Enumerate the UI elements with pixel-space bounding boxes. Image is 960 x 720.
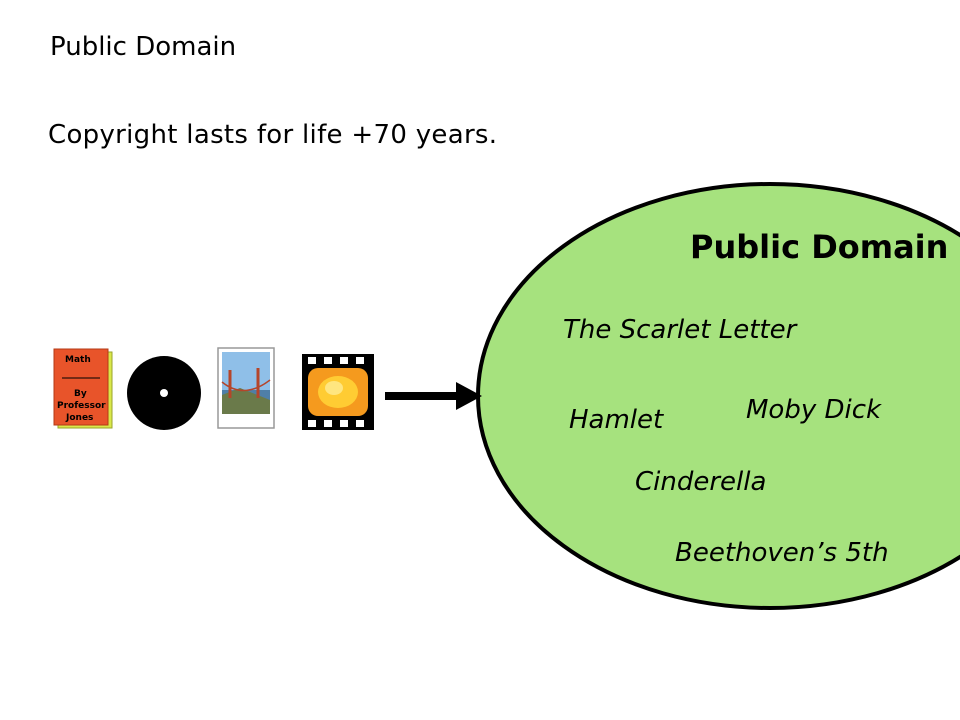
work-hamlet: Hamlet	[569, 405, 664, 435]
book-title: Math	[65, 355, 91, 365]
book-author-line2: Jones	[65, 413, 93, 423]
work-moby-dick: Moby Dick	[746, 395, 882, 425]
work-cinderella: Cinderella	[635, 467, 766, 497]
photograph-icon	[217, 347, 275, 429]
slide-title: Public Domain	[50, 32, 237, 62]
arrow-right-icon	[385, 382, 482, 410]
book-icon: Math By Professor Jones	[53, 348, 113, 429]
book-by: By	[74, 389, 87, 399]
book-author-line1: Professor	[57, 401, 106, 411]
work-scarlet-letter: The Scarlet Letter	[563, 315, 799, 345]
vinyl-record-icon	[127, 356, 201, 430]
film-strip-icon	[302, 354, 374, 430]
public-domain-heading: Public Domain	[690, 228, 948, 266]
work-beethovens-5th: Beethoven’s 5th	[675, 538, 889, 568]
copyright-duration-text: Copyright lasts for life +70 years.	[48, 120, 498, 150]
